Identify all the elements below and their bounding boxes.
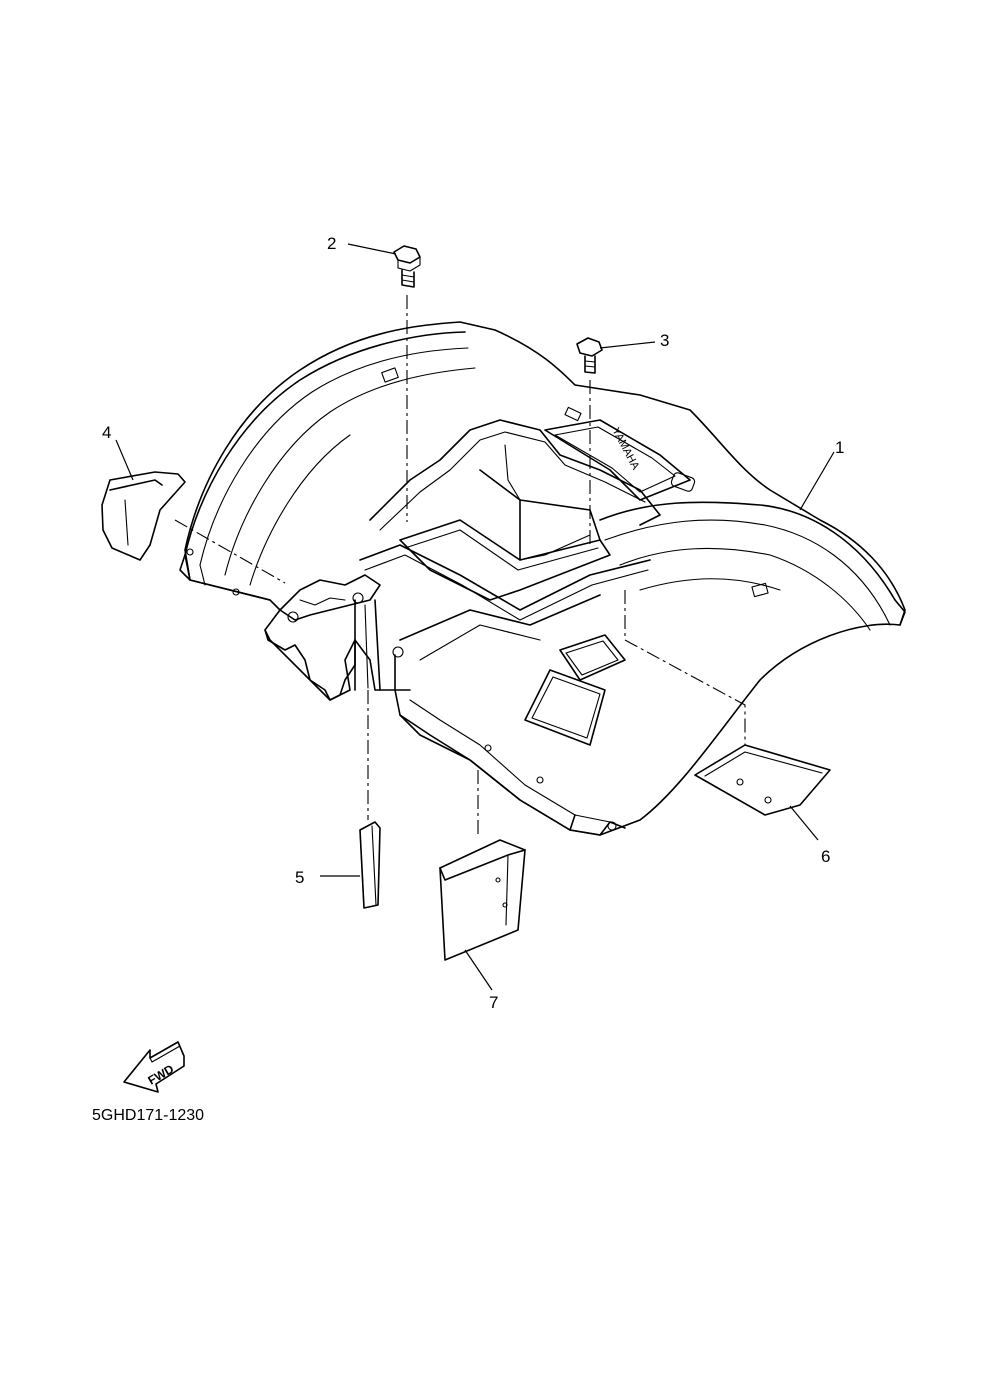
callout-part-6: 6 bbox=[821, 847, 830, 866]
callout-part-4: 4 bbox=[102, 423, 111, 442]
bolt-part-2 bbox=[393, 245, 421, 522]
forward-direction-arrow: FWD bbox=[123, 1041, 185, 1093]
callout-part-1: 1 bbox=[835, 438, 844, 457]
callout-part-2: 2 bbox=[327, 234, 336, 253]
plate-part-6 bbox=[624, 590, 831, 816]
drawing-code: 5GHD171-1230 bbox=[92, 1107, 204, 1124]
callout-part-5: 5 bbox=[295, 868, 304, 887]
trim-piece-part-4 bbox=[101, 471, 286, 584]
bracket-part-5 bbox=[359, 690, 381, 909]
leader-lines bbox=[115, 243, 835, 991]
cover-plate-part-7 bbox=[439, 770, 526, 961]
rear-fender-body: YAMAHA bbox=[179, 321, 906, 836]
callout-part-3: 3 bbox=[660, 331, 669, 350]
callout-part-7: 7 bbox=[489, 993, 498, 1012]
bolt-part-3 bbox=[576, 337, 603, 545]
